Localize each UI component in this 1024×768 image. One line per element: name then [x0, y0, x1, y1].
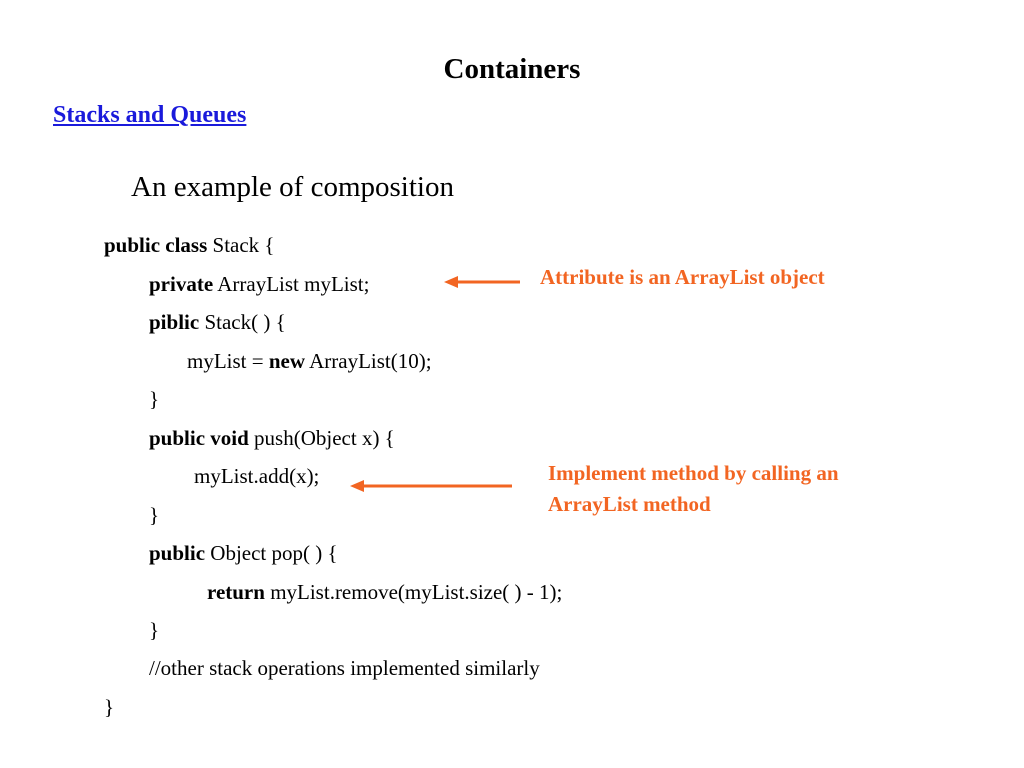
arrow-to-attribute	[444, 276, 520, 288]
code-line-12: //other stack operations implemented sim…	[149, 656, 540, 680]
code-line-8: }	[149, 503, 160, 527]
code-text: ArrayList(10);	[305, 349, 432, 373]
code-line-2: private ArrayList myList;	[149, 272, 369, 296]
code-line-10: return myList.remove(myList.size( ) - 1)…	[207, 580, 562, 604]
code-keyword: public void	[149, 426, 249, 450]
code-line-9: public Object pop( ) {	[149, 541, 338, 565]
attribute-annotation: Attribute is an ArrayList object	[540, 265, 825, 289]
code-keyword: public class	[104, 233, 208, 257]
code-line-7: myList.add(x);	[194, 464, 320, 488]
code-text: Stack( ) {	[199, 310, 286, 334]
method-annotation-line-2: ArrayList method	[548, 492, 711, 516]
code-keyword: piblic	[149, 310, 200, 334]
code-keyword: private	[149, 272, 214, 296]
code-line-13: }	[104, 695, 115, 719]
code-text: push(Object x) {	[248, 426, 395, 450]
code-line-11: }	[149, 618, 160, 642]
code-line-1: public class Stack {	[104, 233, 275, 257]
code-line-4: myList = new ArrayList(10);	[187, 349, 432, 373]
code-text: Stack {	[207, 233, 275, 257]
code-line-5: }	[149, 387, 160, 411]
code-text: Object pop( ) {	[205, 541, 338, 565]
code-text: ArrayList myList;	[213, 272, 370, 296]
code-line-6: public void push(Object x) {	[149, 426, 395, 450]
code-text: myList =	[187, 349, 269, 373]
method-annotation-line-1: Implement method by calling an	[548, 461, 839, 485]
code-keyword: public	[149, 541, 206, 565]
code-keyword: new	[268, 349, 306, 373]
code-keyword: return	[207, 580, 265, 604]
code-line-3: piblic Stack( ) {	[149, 310, 286, 334]
slide-heading: An example of composition	[131, 171, 454, 203]
code-text: myList.remove(myList.size( ) - 1);	[264, 580, 563, 604]
stacks-and-queues-link[interactable]: Stacks and Queues	[53, 102, 247, 128]
slide-title: Containers	[443, 53, 581, 85]
arrow-to-add-call	[350, 480, 512, 492]
